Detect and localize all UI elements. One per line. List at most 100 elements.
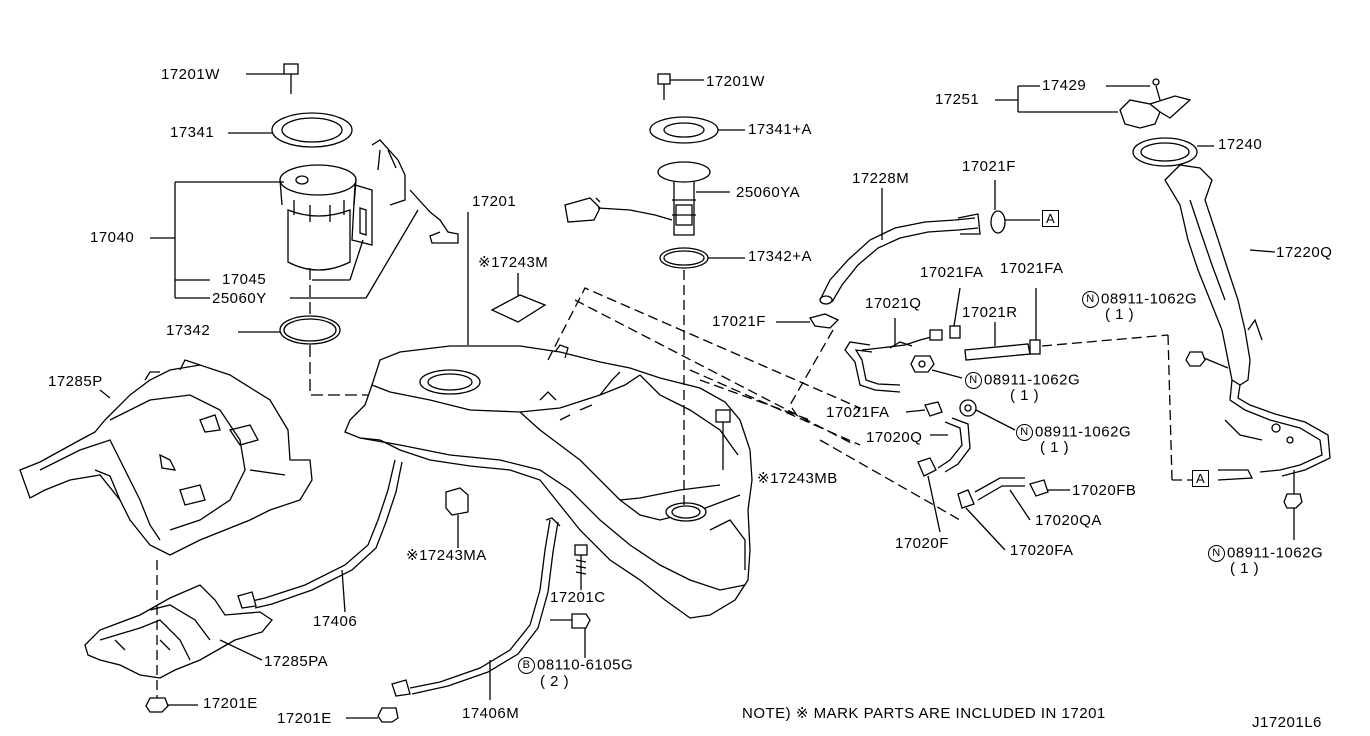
- sender-unit-25060ya: [564, 161, 730, 236]
- label-17228m: 17228M: [852, 170, 910, 187]
- label-pad-17243m: [490, 273, 547, 323]
- bolt-17201w-center: [657, 73, 704, 100]
- label-17021fa-c: 17021FA: [826, 404, 890, 421]
- label-17020q: 17020Q: [866, 429, 923, 446]
- label-17243mb: ※17243MB: [757, 470, 838, 487]
- o-ring-17342: [238, 315, 341, 345]
- label-17021f-mid: 17021F: [712, 313, 766, 330]
- label-17201: 17201: [472, 193, 517, 210]
- label-17251: 17251: [935, 91, 980, 108]
- nut-08911-b: [959, 399, 1016, 431]
- band-17406: [237, 459, 403, 609]
- label-17429: 17429: [1042, 77, 1087, 94]
- leader-17285pa: [219, 639, 263, 661]
- filler-tube-17220q: [1164, 164, 1331, 481]
- clamp-17021fa-mid: [905, 401, 943, 417]
- label-17201c: 17201C: [550, 589, 606, 606]
- nut-17201e-left: [145, 697, 198, 713]
- clip-17243mb: [715, 409, 731, 470]
- band-17406m: [391, 517, 561, 697]
- note-text: NOTE) ※ MARK PARTS ARE INCLUDED IN 17201: [742, 705, 1106, 722]
- label-17201e-left: 17201E: [203, 695, 258, 712]
- bolt-17201w-left: [246, 63, 299, 94]
- nut-mark-icon: N: [965, 372, 982, 389]
- cap-17251: [995, 78, 1192, 129]
- label-17020fa: 17020FA: [1010, 542, 1074, 559]
- bracket-17040: [150, 181, 419, 299]
- label-08110-qty: ( 2 ): [540, 673, 570, 690]
- label-17020fb: 17020FB: [1072, 482, 1137, 499]
- diagram-code: J17201L6: [1252, 714, 1322, 731]
- protector-17285p: [19, 359, 313, 556]
- label-25060ya: 25060YA: [736, 184, 801, 201]
- label-17341a: 17341+A: [748, 121, 812, 138]
- label-17021f-top: 17021F: [962, 158, 1016, 175]
- nut-08911-c: [1185, 351, 1229, 369]
- dash-to-a: [1041, 334, 1169, 347]
- label-17021q: 17021Q: [865, 295, 922, 312]
- protector-17285pa: [84, 584, 273, 679]
- label-17406: 17406: [313, 613, 358, 630]
- label-17342: 17342: [166, 322, 211, 339]
- o-ring-17342a: [659, 247, 745, 269]
- label-17243ma: ※17243MA: [406, 547, 487, 564]
- leader-17285p: [99, 389, 111, 399]
- ref-a-bottom: A: [1192, 470, 1210, 487]
- hose-17020q: [930, 417, 971, 473]
- label-17021fa-a: 17021FA: [920, 264, 984, 281]
- clamp-17020f: [917, 457, 941, 533]
- clip-1276: [1271, 423, 1294, 444]
- nut-08911-a: [910, 355, 963, 379]
- label-17406m: 17406M: [462, 705, 520, 722]
- nut-08911-d: [1283, 470, 1303, 540]
- nut-mark-icon: N: [1082, 291, 1099, 308]
- label-17240: 17240: [1218, 136, 1263, 153]
- nut-mark-icon: N: [1208, 545, 1225, 562]
- label-17285pa: 17285PA: [264, 653, 329, 670]
- bolt-mark-icon: B: [518, 657, 535, 674]
- label-17045: 17045: [222, 271, 267, 288]
- hose-17228m: [819, 188, 981, 305]
- label-17201w-left: 17201W: [161, 66, 220, 83]
- vent-tube-17021q: [844, 318, 961, 393]
- lock-ring-17341: [228, 112, 353, 148]
- label-08911-b-qty: ( 1 ): [1040, 439, 1070, 456]
- bolt-08110: [550, 613, 591, 658]
- tube-17021r: [953, 287, 1041, 361]
- dash-tank-right: [699, 379, 961, 521]
- label-17020f: 17020F: [895, 535, 949, 552]
- clamp-17020fb: [1029, 479, 1070, 497]
- clamp-17021f-top: [990, 180, 1040, 234]
- label-17342a: 17342+A: [748, 248, 812, 265]
- lock-ring-17341a: [649, 116, 745, 144]
- label-17021r: 17021R: [962, 304, 1018, 321]
- dash-vent: [789, 329, 834, 421]
- label-17285p: 17285P: [48, 373, 103, 390]
- label-25060y: 25060Y: [212, 290, 267, 307]
- label-17020qa: 17020QA: [1035, 512, 1102, 529]
- label-17220q: 17220Q: [1276, 244, 1333, 261]
- ref-a-top: A: [1042, 210, 1060, 227]
- hose-17020qa: [974, 477, 1031, 521]
- bolt-17201e-bottom: [346, 707, 399, 723]
- ring-17240: [1132, 137, 1214, 167]
- label-08911-c-qty: ( 1 ): [1105, 306, 1135, 323]
- label-17021fa-b: 17021FA: [1000, 260, 1064, 277]
- bolt-17201c: [574, 544, 588, 590]
- dash-a-vert: [1167, 334, 1173, 481]
- clamp-17021f-mid: [776, 313, 840, 329]
- nut-mark-icon: N: [1016, 424, 1033, 441]
- fuel-pump-17040: [279, 139, 459, 271]
- label-17201e-bottom: 17201E: [277, 710, 332, 727]
- leader-17406: [341, 569, 346, 613]
- label-17243m: ※17243M: [478, 254, 549, 271]
- clip-17243ma: [445, 487, 469, 548]
- label-17201w-center: 17201W: [706, 73, 765, 90]
- label-17040: 17040: [90, 229, 135, 246]
